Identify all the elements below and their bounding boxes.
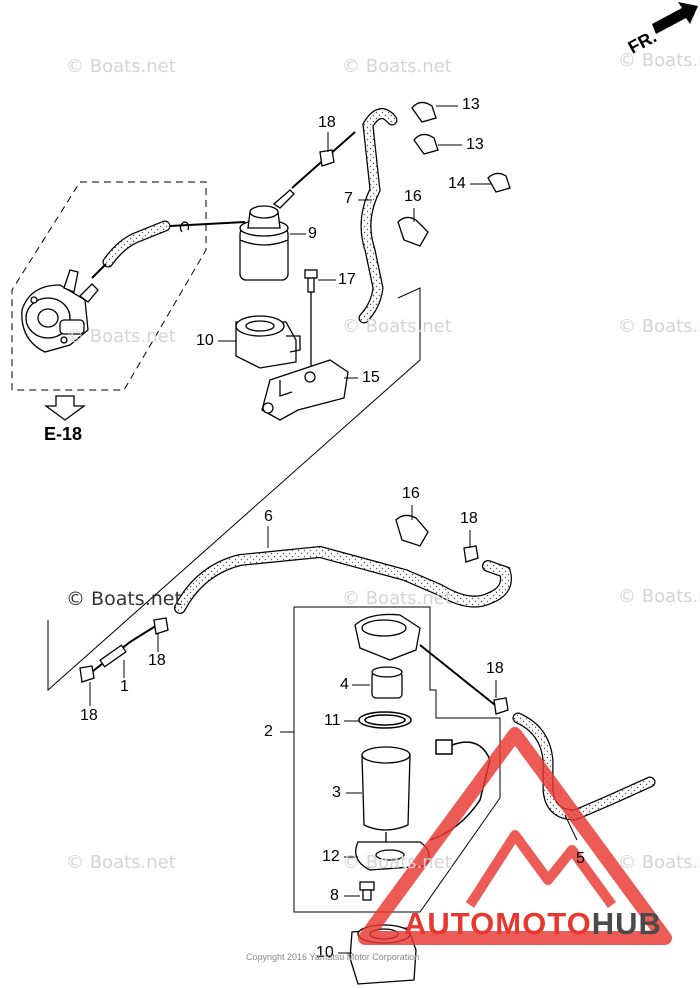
callout-6: 6 <box>264 508 273 525</box>
callout-5: 5 <box>576 850 585 867</box>
watermark-12: © Boats.net <box>618 852 700 873</box>
watermark-6: © Boats.net <box>618 316 700 337</box>
bracket-15 <box>261 359 349 421</box>
callout-12: 12 <box>322 848 340 865</box>
watermark-4: © Boats.net <box>66 326 176 347</box>
callout-13b: 13 <box>466 136 484 153</box>
bolt-17 <box>304 269 318 366</box>
fr-arrow-icon <box>652 2 698 34</box>
logo-hub: HUB <box>591 906 662 941</box>
reference-label: E-18 <box>44 424 83 444</box>
logo-text: AUTOMOTOHUB <box>404 906 662 942</box>
callout-9: 9 <box>308 225 317 242</box>
engine-outline-dashed <box>11 181 207 391</box>
callout-17: 17 <box>338 271 356 288</box>
callout-18d: 18 <box>80 707 98 724</box>
callout-14: 14 <box>448 175 466 192</box>
element-4 <box>371 666 403 699</box>
callout-8: 8 <box>330 887 339 904</box>
cup-3 <box>361 746 411 842</box>
callout-2: 2 <box>264 723 273 740</box>
down-arrow-icon <box>44 395 86 421</box>
o-ring-11 <box>358 711 412 729</box>
callout-3: 3 <box>332 784 341 801</box>
watermark-8: © Boats.net <box>342 588 452 609</box>
watermark-10: © Boats.net <box>66 852 176 873</box>
watermark-9: © Boats.net <box>618 586 700 607</box>
joint-1 <box>99 644 127 668</box>
hose-pump-to-filter <box>91 220 246 279</box>
leader-lines <box>89 105 578 954</box>
callout-10a: 10 <box>196 332 214 349</box>
watermark-7: © Boats.net <box>66 588 182 610</box>
callout-18c: 18 <box>148 652 166 669</box>
logo-auto: AUTO <box>404 906 496 941</box>
callout-15: 15 <box>362 369 380 386</box>
callout-11: 11 <box>324 712 341 729</box>
filter-head <box>354 613 496 706</box>
callout-16b: 16 <box>402 485 420 502</box>
watermark-1: © Boats.net <box>66 56 176 77</box>
copyright-text: Copyright 2016 Yamatsu Motor Corporation <box>246 952 420 962</box>
callout-10b: 10 <box>316 944 334 961</box>
bolt-8 <box>359 881 375 901</box>
clips-upper <box>319 101 511 247</box>
assembly-outline <box>47 287 501 913</box>
clips-lower <box>79 514 509 715</box>
callout-18b: 18 <box>460 510 478 527</box>
watermark-2: © Boats.net <box>342 56 452 77</box>
callout-7: 7 <box>344 190 353 207</box>
watermark-3: © Boats.net <box>618 50 700 71</box>
fuel-pump-engine <box>21 269 99 353</box>
callout-13a: 13 <box>462 96 480 113</box>
callout-16a: 16 <box>404 188 422 205</box>
callout-1: 1 <box>120 678 129 695</box>
watermark-5: © Boats.net <box>342 316 452 337</box>
callout-18a: 18 <box>318 114 336 131</box>
callout-18e: 18 <box>486 660 504 677</box>
fuel-filter-9 <box>239 189 295 281</box>
watermark-11: © Boats.net <box>342 852 452 873</box>
callout-4: 4 <box>340 676 349 693</box>
filter-bracket-10 <box>235 315 301 369</box>
autotmotohub-logo-triangle <box>358 727 672 945</box>
logo-moto: MOTO <box>495 906 592 941</box>
